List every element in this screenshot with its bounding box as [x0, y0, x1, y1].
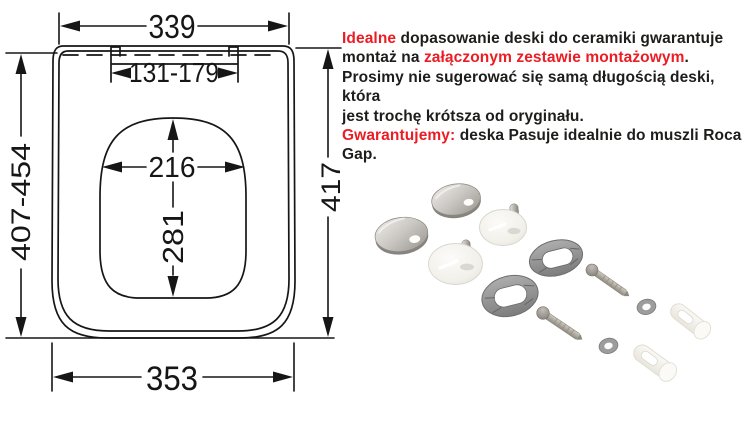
dim-hinge-spacing-label: 131-179: [129, 57, 219, 88]
hinge-notch: [110, 46, 239, 83]
info-text: Prosimy nie sugerować się samą długością…: [342, 68, 715, 106]
product-description: Idealne dopasowanie deski do ceramiki gw…: [342, 29, 746, 165]
info-line: Gap.: [342, 145, 746, 164]
info-line: Idealne dopasowanie deski do ceramiki gw…: [342, 29, 746, 48]
info-text: dopasowanie deski do ceramiki gwarantuje: [396, 30, 724, 47]
info-highlight: załączonym zestawie montażowym: [423, 49, 685, 67]
info-text: deska Pasuje idealnie do muszli Roca: [455, 127, 742, 145]
screw-icon: [536, 306, 583, 340]
mounting-kit-photo: [374, 183, 712, 382]
chrome-cap-icon: [374, 216, 429, 255]
screw-icon: [585, 263, 630, 297]
dim-top-width-label: 339: [149, 8, 196, 45]
washer-icon: [598, 337, 619, 354]
dim-bottom-width-label: 353: [146, 360, 198, 398]
dim-right-length-label: 417: [316, 162, 346, 212]
dim-inner-width-label: 216: [149, 152, 196, 184]
mounting-disc-icon: [479, 203, 527, 246]
info-line: montaż na załączonym zestawie montażowym…: [342, 48, 746, 67]
seat-inner-outline: [57, 50, 290, 332]
bracket-plate-icon: [481, 274, 539, 318]
info-highlight: Idealne: [342, 30, 397, 47]
info-line: jest trochę krótsza od oryginału.: [342, 107, 746, 126]
info-line: Prosimy nie sugerować się samą długością…: [342, 68, 746, 107]
washer-icon: [636, 298, 657, 315]
info-text: Gap.: [342, 146, 377, 164]
info-text: montaż na: [342, 49, 424, 67]
info-text: jest trochę krótsza od oryginału.: [342, 107, 584, 125]
info-line: Gwarantujemy: deska Pasuje idealnie do m…: [342, 126, 746, 145]
info-highlight: Gwarantujemy:: [342, 127, 456, 145]
dimension-lines: [5, 12, 342, 392]
dim-left-range-label: 407-454: [6, 143, 36, 261]
seat-opening-outline: [99, 117, 247, 299]
mounting-disc-icon: [428, 239, 483, 285]
expansion-anchor-icon: [633, 344, 677, 382]
chrome-cap-icon: [431, 183, 481, 219]
dim-inner-length-label: 281: [158, 210, 190, 264]
expansion-anchor-icon: [670, 303, 712, 340]
bracket-plate-icon: [528, 239, 584, 277]
seat-dimension-diagram: 339 131-179 216 281 407-454 417 353: [5, 8, 346, 398]
info-text: .: [684, 49, 689, 67]
dimension-arrows: [15, 20, 334, 383]
